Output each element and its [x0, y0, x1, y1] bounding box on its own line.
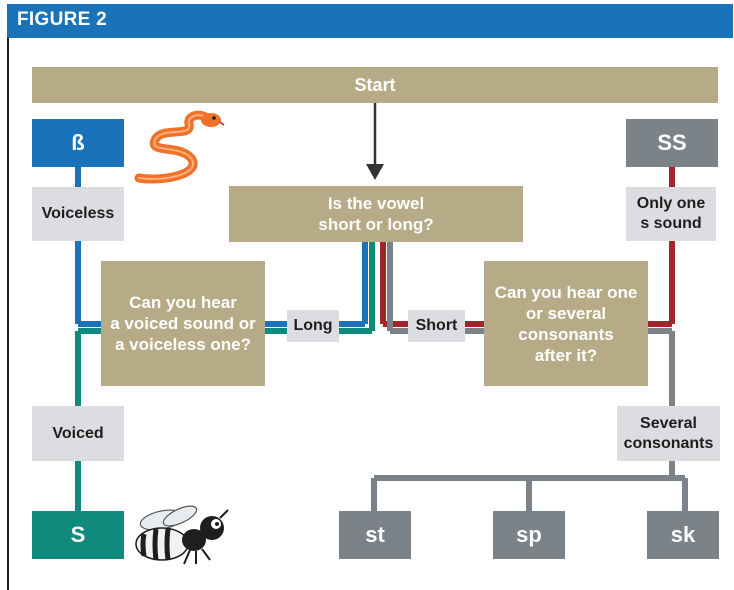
- only-one-label: Only one s sound: [636, 195, 706, 232]
- outcome-st: st: [339, 511, 411, 559]
- voiceless-label-box: Voiceless: [32, 187, 124, 241]
- long-label: Long: [293, 317, 333, 334]
- frame-border: [7, 38, 9, 590]
- outcome-eszett-label: ß: [71, 130, 85, 155]
- outcome-sk-label: sk: [670, 522, 696, 547]
- voice-question-text: Can you hear a voiced sound or a voicele…: [110, 293, 256, 354]
- only-one-label-box: Only one s sound: [626, 187, 716, 241]
- start-label: Start: [354, 75, 396, 95]
- figure-title: FIGURE 2: [17, 9, 108, 30]
- voiceless-label: Voiceless: [41, 205, 115, 222]
- bee-icon: [135, 505, 229, 565]
- consonant-question-text: Can you hear one or several consonants a…: [494, 282, 638, 365]
- short-label: Short: [415, 317, 458, 334]
- vowel-question-text: Is the vowel short or long?: [318, 194, 434, 234]
- short-label-box: Short: [408, 310, 465, 342]
- start-node: Start: [32, 67, 718, 103]
- consonant-question-box: Can you hear one or several consonants a…: [484, 261, 648, 386]
- outcome-sk: sk: [647, 511, 719, 559]
- outcome-s: S: [32, 511, 124, 559]
- voiced-label: Voiced: [52, 424, 104, 442]
- outcome-st-label: st: [365, 522, 385, 547]
- outcome-sp: sp: [493, 511, 565, 559]
- snake-icon: [134, 110, 225, 184]
- several-label: Several consonants: [623, 414, 714, 452]
- start-arrow-head: [366, 164, 384, 180]
- outcome-s-label: S: [70, 522, 86, 547]
- outcome-sp-label: sp: [516, 522, 542, 547]
- several-label-box: Several consonants: [617, 406, 720, 461]
- voice-question-box: Can you hear a voiced sound or a voicele…: [101, 261, 265, 386]
- vowel-question-box: Is the vowel short or long?: [229, 186, 523, 242]
- outcome-eszett: ß: [32, 119, 124, 167]
- voiced-label-box: Voiced: [32, 406, 124, 461]
- outcome-ss-label: SS: [657, 130, 687, 155]
- figure-header: [7, 4, 733, 38]
- outcome-ss: SS: [626, 119, 718, 167]
- long-label-box: Long: [287, 310, 339, 342]
